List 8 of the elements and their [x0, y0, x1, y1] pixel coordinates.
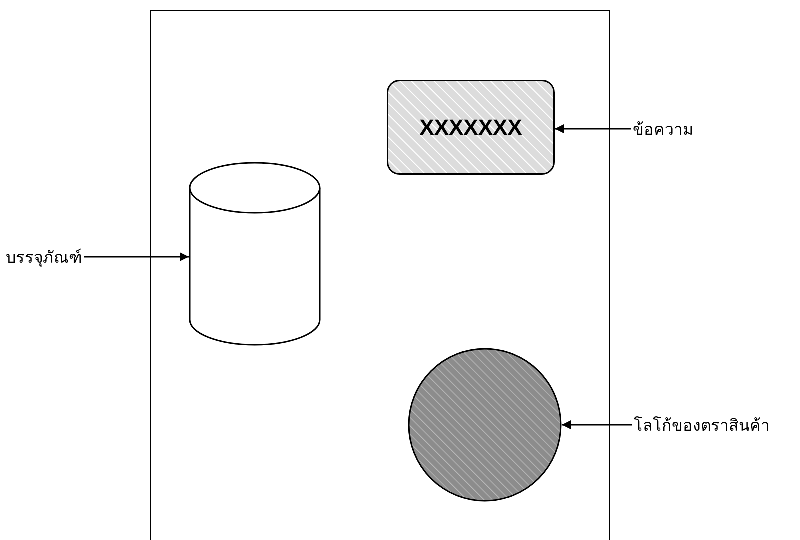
package-outline [150, 10, 610, 540]
callout-label: โลโก้ของตราสินค้า [634, 414, 770, 436]
callout-label: ข้อความ [633, 118, 694, 140]
arrow [84, 252, 189, 262]
panel-text: XXXXXXX [420, 114, 522, 140]
arrow [555, 124, 631, 134]
callout-label: บรรจุภัณฑ์ [6, 246, 82, 270]
arrow [562, 420, 632, 430]
